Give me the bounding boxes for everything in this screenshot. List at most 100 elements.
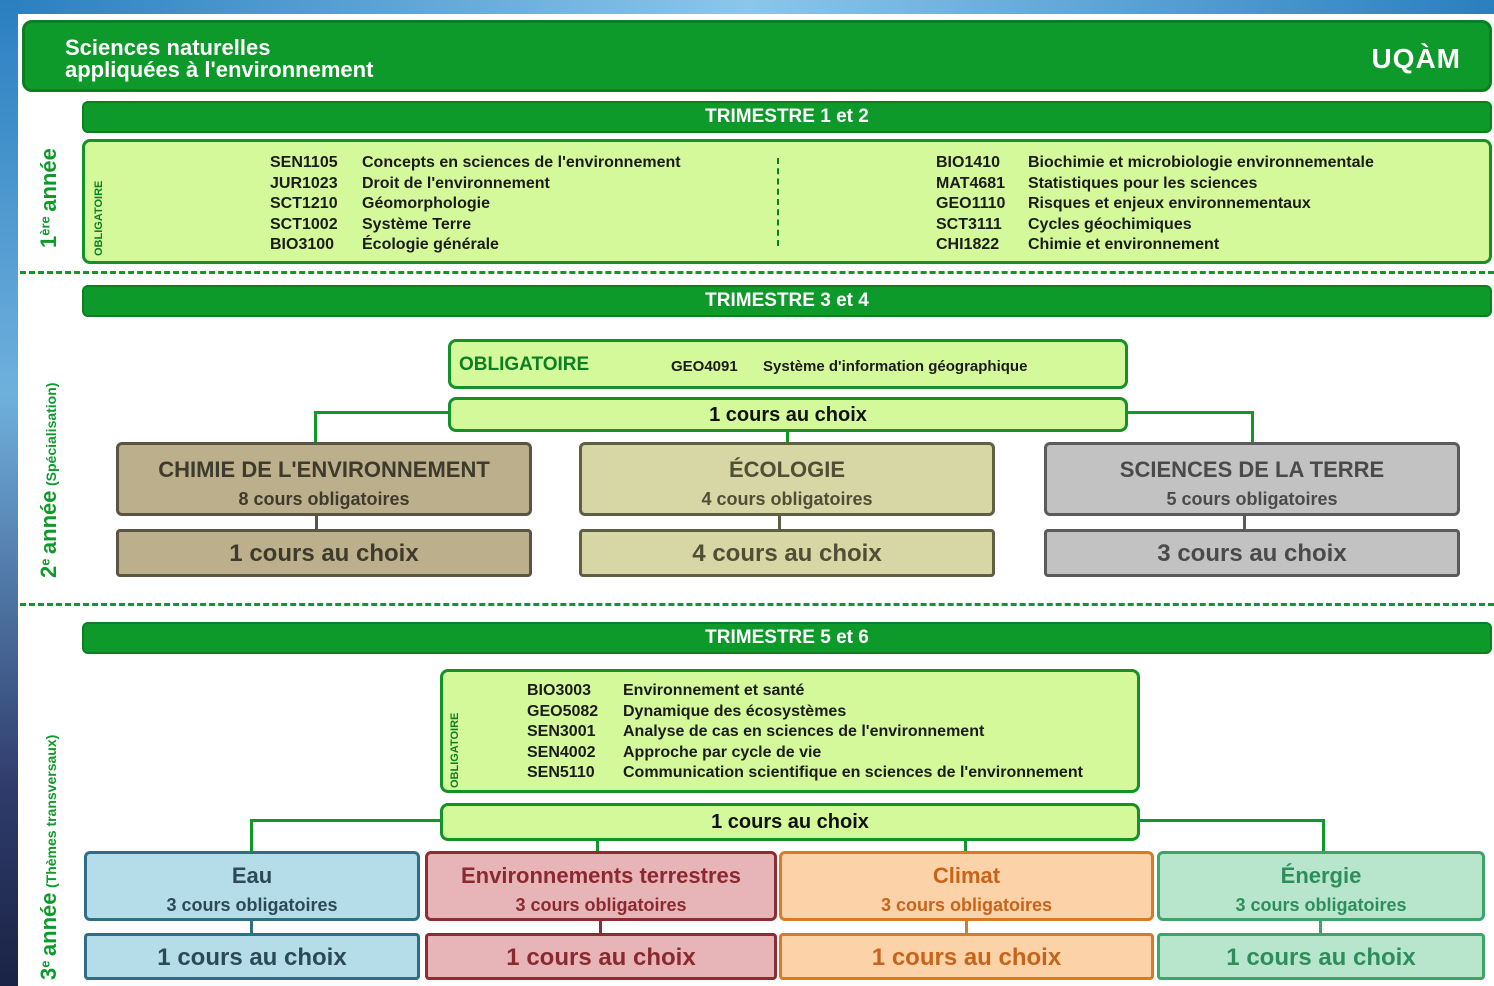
theme-choice: 1 cours au choix bbox=[84, 933, 420, 980]
column-divider bbox=[777, 158, 779, 246]
theme-box: Environnements terrestres 3 cours obligat… bbox=[425, 851, 777, 921]
course-name: Dynamique des écosystèmes bbox=[623, 702, 847, 720]
connector-line bbox=[964, 839, 967, 853]
semester-3-4-title: TRIMESTRE 3 et 4 bbox=[82, 285, 1492, 317]
course-row: SCT1210 Géomorphologie bbox=[270, 195, 490, 213]
course-code: GEO4091 bbox=[671, 358, 738, 375]
course-row: MAT4681 Statistiques pour les sciences bbox=[936, 174, 1257, 193]
connector-line bbox=[250, 920, 253, 933]
course-row: GEO1110 Risques et enjeux environnementau… bbox=[936, 195, 1311, 213]
theme-title: Énergie bbox=[1280, 863, 1362, 888]
course-name: Écologie générale bbox=[362, 236, 499, 253]
course-row: BIO3003 Environnement et santé bbox=[527, 682, 804, 700]
background-left bbox=[0, 0, 20, 986]
connector-line bbox=[786, 431, 789, 443]
theme-subtitle: 3 cours obligatoires bbox=[515, 895, 687, 915]
course-code: SEN4002 bbox=[527, 743, 596, 761]
course-name: Analyse de cas en sciences de l'environn… bbox=[623, 723, 985, 740]
connector-line bbox=[1243, 515, 1246, 529]
program-title: Sciences naturelles appliquées à l'envir… bbox=[65, 37, 373, 81]
course-row: SEN4002 Approche par cycle de vie bbox=[527, 743, 821, 762]
course-row: SEN3001 Analyse de cas en sciences de l'e… bbox=[527, 723, 984, 741]
course-row: SEN5110 Communication scientifique en sci… bbox=[527, 764, 1083, 782]
course-name: Chimie et environnement bbox=[1028, 236, 1220, 253]
course-code: BIO3003 bbox=[527, 682, 592, 699]
course-row: GEO5082 Dynamique des écosystèmes bbox=[527, 702, 846, 721]
course-row: CHI1822 Chimie et environnement bbox=[936, 236, 1219, 254]
course-row: BIO3100 Écologie générale bbox=[270, 236, 499, 254]
specialization-title: SCIENCES DE LA TERRE bbox=[1119, 457, 1385, 482]
connector-line bbox=[1319, 920, 1322, 933]
semester-5-6-title: TRIMESTRE 5 et 6 bbox=[82, 622, 1492, 654]
course-code: BIO1410 bbox=[936, 154, 1001, 171]
specialization-subtitle: 4 cours obligatoires bbox=[701, 489, 873, 509]
course-code: SCT3111 bbox=[936, 215, 1002, 233]
course-name: Cycles géochimiques bbox=[1028, 215, 1192, 233]
year-3-label: 3e année (Thèmes transversaux) bbox=[36, 734, 61, 980]
specialization-subtitle: 5 cours obligatoires bbox=[1166, 489, 1338, 509]
course-name: Statistiques pour les sciences bbox=[1028, 174, 1258, 192]
course-name: Géomorphologie bbox=[362, 195, 490, 212]
course-code: BIO3100 bbox=[270, 236, 335, 253]
specialization-title: CHIMIE DE L'ENVIRONNEMENT bbox=[158, 457, 490, 482]
connector-line bbox=[778, 515, 781, 529]
specialization-choice: 3 cours au choix bbox=[1044, 529, 1460, 577]
connector-line bbox=[1126, 411, 1254, 414]
course-code: JUR1023 bbox=[270, 174, 338, 192]
course-code: MAT4681 bbox=[936, 174, 1006, 192]
year-divider-1 bbox=[20, 271, 1494, 274]
program-title-line2: appliquées à l'environnement bbox=[65, 57, 374, 82]
connector-line bbox=[1138, 819, 1324, 822]
semester-5-6-choice-bar: 1 cours au choix bbox=[440, 803, 1140, 841]
course-code: CHI1822 bbox=[936, 236, 1000, 253]
course-code: SEN1105 bbox=[270, 154, 338, 171]
course-name: Environnement et santé bbox=[623, 682, 805, 699]
semester-3-4-mandatory-box: OBLIGATOIRE GEO4091 Système d'informatio… bbox=[448, 339, 1128, 389]
course-name: Système d'information géographique bbox=[763, 358, 1028, 375]
connector-line bbox=[1251, 411, 1254, 443]
course-code: GEO1110 bbox=[936, 195, 1006, 212]
course-code: SCT1002 bbox=[270, 215, 338, 233]
connector-line bbox=[250, 819, 442, 822]
semester-1-2-title: TRIMESTRE 1 et 2 bbox=[82, 101, 1492, 133]
connector-line bbox=[314, 411, 450, 414]
course-code: SEN5110 bbox=[527, 764, 595, 781]
course-code: SCT1210 bbox=[270, 195, 338, 212]
specialization-choice: 1 cours au choix bbox=[116, 529, 532, 577]
course-name: Risques et enjeux environnementaux bbox=[1028, 195, 1311, 212]
uqam-logo: UQÀM bbox=[1371, 43, 1461, 74]
course-code: GEO5082 bbox=[527, 702, 599, 720]
year-divider-2 bbox=[20, 603, 1494, 606]
year-2-label: 2e année (Spécialisation) bbox=[36, 382, 61, 578]
specialization-title: ÉCOLOGIE bbox=[728, 457, 846, 482]
course-name: Communication scientifique en sciences d… bbox=[623, 764, 1083, 781]
course-name: Droit de l'environnement bbox=[362, 174, 550, 192]
theme-title: Environnements terrestres bbox=[461, 863, 741, 888]
program-title-line1: Sciences naturelles bbox=[65, 35, 271, 60]
semester-3-4-choice-bar: 1 cours au choix bbox=[448, 397, 1128, 432]
course-name: Approche par cycle de vie bbox=[623, 743, 822, 761]
course-code: SEN3001 bbox=[527, 723, 596, 740]
specialization-box: SCIENCES DE LA TERRE 5 cours obligatoires bbox=[1044, 442, 1460, 516]
course-row: SCT3111 Cycles géochimiques bbox=[936, 215, 1192, 234]
mandatory-side-label: OBLIGATOIRE bbox=[93, 180, 105, 256]
program-header: Sciences naturelles appliquées à l'envir… bbox=[22, 20, 1492, 92]
connector-line bbox=[599, 920, 602, 933]
connector-line bbox=[315, 515, 318, 529]
connector-line bbox=[250, 819, 253, 853]
mandatory-label: OBLIGATOIRE bbox=[459, 354, 590, 375]
theme-title: Climat bbox=[932, 863, 1001, 888]
specialization-choice: 4 cours au choix bbox=[579, 529, 995, 577]
specialization-subtitle: 8 cours obligatoires bbox=[238, 489, 410, 509]
course-row: JUR1023 Droit de l'environnement bbox=[270, 174, 550, 193]
course-name: Biochimie et microbiologie environnement… bbox=[1028, 154, 1374, 171]
specialization-box: ÉCOLOGIE 4 cours obligatoires bbox=[579, 442, 995, 516]
theme-subtitle: 3 cours obligatoires bbox=[166, 895, 338, 915]
